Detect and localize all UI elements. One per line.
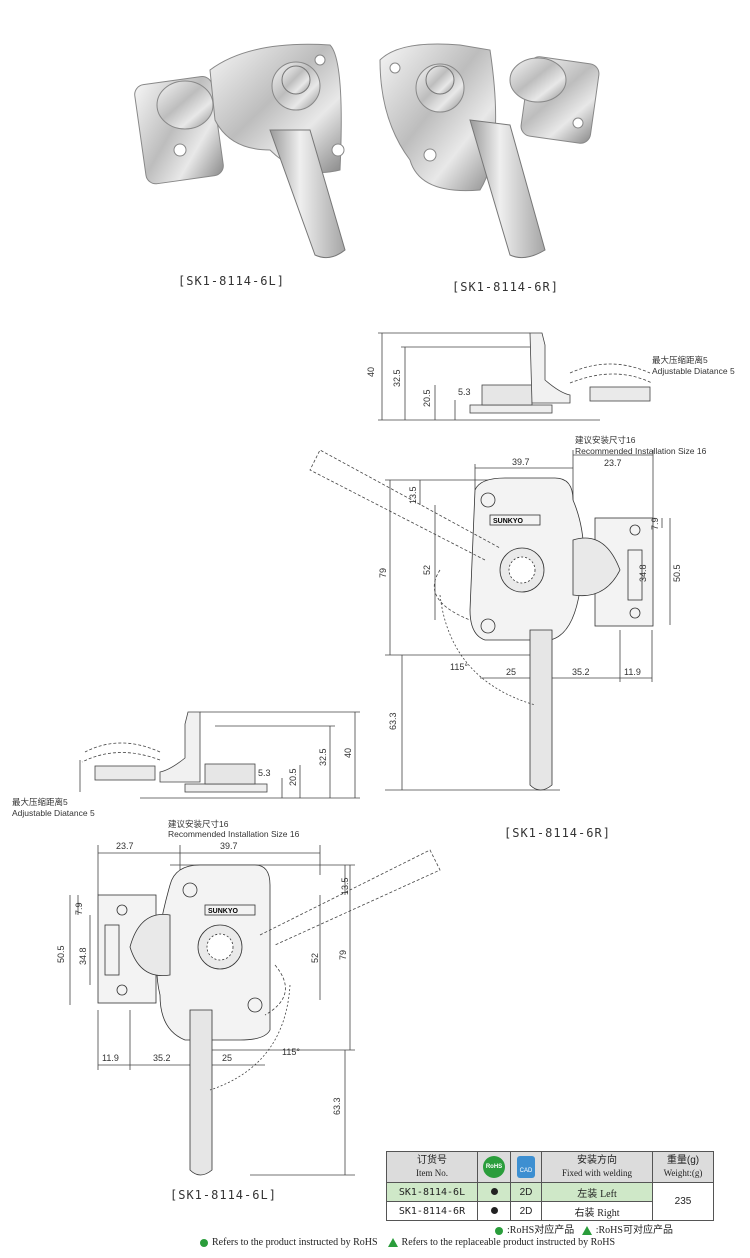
dim-50-5: 50.5 bbox=[672, 564, 682, 582]
rohs-icon: RoHS bbox=[483, 1156, 505, 1178]
legend-rohs-en: Refers to the product instructed by RoHS… bbox=[200, 1237, 615, 1248]
front-view-right: 建议安装尺寸16 Recommended Installation Size 1… bbox=[309, 435, 707, 791]
dim-79: 79 bbox=[338, 950, 348, 960]
dim-52: 52 bbox=[310, 953, 320, 963]
dim-13-5: 13.5 bbox=[408, 486, 418, 504]
cell-weight: 235 bbox=[652, 1182, 714, 1221]
cell-item: SK1-8114-6R bbox=[386, 1201, 478, 1221]
legend-rohs-zh: :RoHS对应产品 :RoHS可对应产品 bbox=[495, 1221, 673, 1236]
dim-115-deg: 115° bbox=[282, 1047, 300, 1057]
side-view-right: 40 32.5 20.5 5.3 最大压缩距离5 Adjustable Diat… bbox=[366, 332, 735, 421]
drawing-caption-right: [SK1-8114-6R] bbox=[504, 826, 611, 840]
dot-icon bbox=[490, 1187, 498, 1195]
dim-79: 79 bbox=[378, 568, 388, 578]
cell-fixed: 右装 Right bbox=[541, 1201, 653, 1221]
dim-52: 52 bbox=[422, 565, 432, 575]
dim-20-5: 20.5 bbox=[422, 389, 432, 407]
note-adjustable-zh: 最大压缩距离5 bbox=[12, 797, 68, 807]
green-triangle-icon bbox=[387, 1238, 398, 1248]
table-row: SK1-8114-6L 2D 左装 Left 235 bbox=[386, 1182, 714, 1221]
dim-23-7: 23.7 bbox=[604, 458, 622, 468]
cell-fixed: 左装 Left bbox=[541, 1182, 653, 1202]
dim-23-7: 23.7 bbox=[116, 841, 134, 851]
install-size-zh: 建议安装尺寸16 bbox=[168, 819, 229, 829]
dim-35-2: 35.2 bbox=[153, 1053, 171, 1063]
header-rohs: RoHS bbox=[477, 1151, 511, 1183]
green-dot-icon bbox=[200, 1238, 208, 1247]
dim-63-3: 63.3 bbox=[332, 1097, 342, 1115]
dim-39-7: 39.7 bbox=[220, 841, 238, 851]
cell-rohs bbox=[477, 1182, 511, 1202]
dim-34-8: 34.8 bbox=[78, 947, 88, 965]
header-weight: 重量(g)Weight:(g) bbox=[652, 1151, 714, 1183]
dim-11-9: 11.9 bbox=[102, 1053, 119, 1063]
photo-latch-right bbox=[379, 43, 600, 259]
dim-40: 40 bbox=[343, 748, 353, 758]
cell-cad: 2D bbox=[510, 1201, 542, 1221]
dim-50-5: 50.5 bbox=[56, 945, 66, 963]
drawing-caption-left: [SK1-8114-6L] bbox=[170, 1188, 277, 1202]
side-view-left: 40 32.5 20.5 5.3 最大压缩距离5 Adjustable Diat… bbox=[12, 711, 360, 818]
cell-rohs bbox=[477, 1201, 511, 1221]
dim-39-7: 39.7 bbox=[512, 457, 530, 467]
install-size-en: Recommended Installation Size 16 bbox=[168, 829, 300, 839]
photo-caption-right: [SK1-8114-6R] bbox=[452, 280, 559, 294]
dim-32-5: 32.5 bbox=[318, 748, 328, 766]
dim-5-3: 5.3 bbox=[258, 768, 271, 778]
dot-icon bbox=[490, 1206, 498, 1214]
note-adjustable-zh: 最大压缩距离5 bbox=[652, 355, 708, 365]
cad-icon: CAD bbox=[517, 1156, 535, 1178]
front-view-left: 建议安装尺寸16 Recommended Installation Size 1… bbox=[56, 819, 441, 1176]
dim-11-9: 11.9 bbox=[624, 667, 641, 677]
dim-34-8: 34.8 bbox=[638, 564, 648, 582]
dim-35-2: 35.2 bbox=[572, 667, 590, 677]
brand-label: SUNKYO bbox=[208, 908, 239, 915]
photo-latch-left bbox=[134, 43, 346, 259]
header-cad: CAD bbox=[510, 1151, 542, 1183]
dim-25: 25 bbox=[506, 667, 516, 677]
cell-cad: 2D bbox=[510, 1182, 542, 1202]
dim-5-3: 5.3 bbox=[458, 387, 471, 397]
dim-63-3: 63.3 bbox=[388, 712, 398, 730]
dim-7-9: 7.9 bbox=[74, 902, 84, 915]
green-dot-icon bbox=[495, 1226, 503, 1235]
install-size-en: Recommended Installation Size 16 bbox=[575, 446, 707, 456]
table-row: SK1-8114-6R 2D 右装 Right bbox=[386, 1201, 714, 1221]
green-triangle-icon bbox=[581, 1226, 592, 1236]
note-adjustable-en: Adjustable Diatance 5 bbox=[652, 366, 735, 376]
cell-item: SK1-8114-6L bbox=[386, 1182, 478, 1202]
dim-7-9: 7.9 bbox=[650, 517, 660, 530]
dim-20-5: 20.5 bbox=[288, 768, 298, 786]
install-size-zh: 建议安装尺寸16 bbox=[575, 435, 636, 445]
dim-13-5: 13.5 bbox=[340, 877, 350, 895]
photo-caption-left: [SK1-8114-6L] bbox=[178, 274, 285, 288]
dim-115-deg: 115° bbox=[450, 662, 468, 672]
dim-25: 25 bbox=[222, 1053, 232, 1063]
dim-40: 40 bbox=[366, 367, 376, 377]
dim-32-5: 32.5 bbox=[392, 369, 402, 387]
note-adjustable-en: Adjustable Diatance 5 bbox=[12, 808, 95, 818]
brand-label: SUNKYO bbox=[493, 518, 524, 525]
product-photos bbox=[134, 43, 600, 259]
